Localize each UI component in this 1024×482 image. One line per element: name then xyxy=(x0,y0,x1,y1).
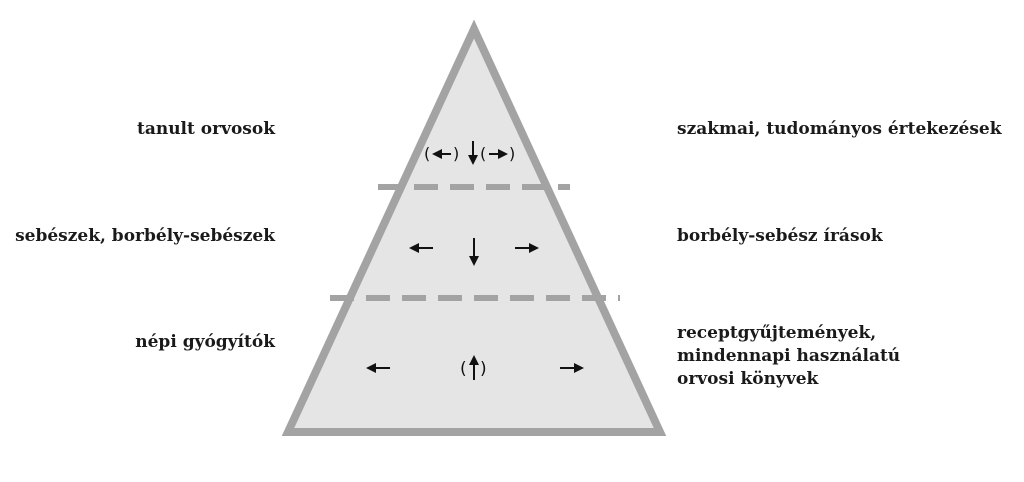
label-recipe-collections-line1: receptgyűjtemények, xyxy=(677,323,877,343)
label-scholarly-treatises: szakmai, tudományos értekezések xyxy=(677,119,1002,139)
paren-open-icon: ( xyxy=(460,359,467,379)
paren-close-icon: ) xyxy=(480,359,487,379)
middle-level-arrows xyxy=(409,238,539,266)
bottom-level-arrows: ( ) xyxy=(366,355,584,380)
paren-close-icon: ) xyxy=(453,144,459,163)
label-recipe-collections-line2: mindennapi használatú xyxy=(677,346,901,366)
label-barber-surgeon-writings: borbély-sebész írások xyxy=(677,226,883,246)
label-learned-physicians: tanult orvosok xyxy=(136,119,275,139)
paren-open-icon: ( xyxy=(424,144,430,163)
label-surgeons: sebészek, borbély-sebészek xyxy=(15,226,275,246)
top-level-arrows: ( ) ( ) xyxy=(424,141,515,165)
paren-close-icon: ) xyxy=(509,144,515,163)
paren-open-icon: ( xyxy=(480,144,486,163)
label-recipe-collections-line3: orvosi könyvek xyxy=(677,369,819,389)
pyramid-shape xyxy=(281,19,667,436)
label-folk-healers: népi gyógyítók xyxy=(135,332,275,352)
